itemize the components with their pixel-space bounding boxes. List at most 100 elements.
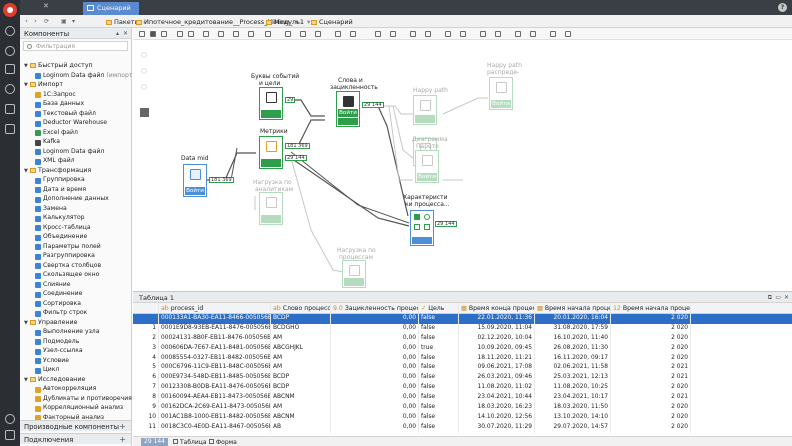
node-enter-button[interactable]: Войти [491, 100, 511, 108]
scenario-canvas[interactable]: Data mid Войти 181 369 Буквы событий и ц… [133, 40, 792, 291]
table-cell[interactable]: 31.08.2020, 17:59 [535, 323, 611, 334]
layout-icon[interactable] [203, 31, 209, 37]
table-cell[interactable]: 14.10.2020, 12:56 [459, 412, 535, 423]
tree-item[interactable]: Текстовый файл [20, 110, 131, 120]
settings-icon[interactable] [335, 31, 341, 37]
table-cell[interactable]: 29.07.2020, 14:57 [535, 422, 611, 433]
table-cell[interactable]: AB [271, 422, 331, 433]
table-cell[interactable]: 2 020 [611, 422, 691, 433]
table-cell[interactable]: 26.08.2020, 11:30 [535, 343, 611, 354]
align-icon[interactable] [218, 31, 224, 37]
link-icon[interactable] [480, 31, 486, 37]
table-cell[interactable]: 25.03.2021, 12:13 [535, 373, 611, 384]
zoom-icon[interactable] [265, 31, 271, 37]
table-cell[interactable]: 7 [133, 383, 159, 394]
table-cell[interactable]: 8 [133, 393, 159, 404]
table-cell[interactable]: 2 020 [611, 333, 691, 344]
node-enter-button[interactable] [415, 115, 435, 123]
table-cell[interactable]: 0,00 [331, 343, 419, 354]
tab-form[interactable]: Форма [209, 439, 237, 446]
table-cell[interactable]: 2 020 [611, 314, 691, 324]
table-cell[interactable]: 0018C3C0-4E0D-EA11-8467-005056BF4460 [159, 422, 271, 433]
stop-icon[interactable] [300, 31, 306, 37]
table-cell[interactable]: 10.09.2020, 09:45 [459, 343, 535, 354]
tab-table[interactable]: Таблица [173, 439, 207, 446]
tree-item[interactable]: База данных [20, 100, 131, 110]
table-row[interactable]: 6000E9734-548D-EB11-8485-005056BF5AD0BCD… [133, 373, 792, 384]
breadcrumb-item-module[interactable]: Модуль1▾ › [266, 18, 315, 26]
table-cell[interactable]: 16.10.2020, 11:40 [535, 333, 611, 344]
table-cell[interactable]: 11 [133, 422, 159, 433]
app-logo-icon[interactable] [3, 3, 17, 17]
node-remove-icon[interactable] [390, 31, 396, 37]
refresh-icon[interactable]: ⟳ [44, 18, 50, 25]
table-row[interactable]: 400085554-0327-EB11-8482-005056BF5AD0AM0… [133, 353, 792, 364]
tree-group[interactable]: ▼Управление [24, 318, 78, 326]
delete-icon[interactable] [445, 31, 451, 37]
collapse-icon[interactable]: ▴ [115, 30, 119, 37]
edit-icon[interactable] [350, 31, 356, 37]
table-row[interactable]: 200024131-8B0F-EB11-8476-005056BF4460AM0… [133, 333, 792, 344]
tree-item[interactable]: Автокорреляция [20, 385, 131, 395]
link-icon[interactable] [424, 224, 430, 230]
restore-icon[interactable]: ▭ [775, 294, 781, 301]
table-row[interactable]: 000133A1-BA30-EA11-8466-005056BF4460BCDP… [133, 314, 792, 324]
tree-item[interactable]: Узел-ссылка [20, 347, 131, 357]
close-icon[interactable]: ✕ [122, 30, 128, 37]
table-cell[interactable]: ABCGHJKL [271, 343, 331, 354]
filter-icon[interactable] [530, 31, 536, 37]
node-happy-path[interactable] [413, 95, 437, 125]
table-cell[interactable]: 22.01.2020, 11:36 [459, 314, 535, 324]
table-cell[interactable]: 0,00 [331, 353, 419, 364]
node-load-processes[interactable] [342, 260, 366, 288]
table-cell[interactable]: 2 020 [611, 412, 691, 423]
table-cell[interactable] [133, 314, 159, 324]
table-row[interactable]: 700123308-B0DB-EA11-8476-005056BF4460BCD… [133, 383, 792, 394]
node-buckets[interactable] [259, 87, 283, 120]
table-row[interactable]: 10001AC1B8-1000-EB11-8482-005056BF5AD0AB… [133, 412, 792, 423]
node-eye-button[interactable] [412, 237, 432, 244]
breadcrumb-item-packages[interactable]: Пакеты› [106, 18, 145, 26]
table-cell[interactable]: 9 [133, 403, 159, 413]
node-pareto[interactable]: Войти [415, 150, 439, 183]
table-cell[interactable]: 2 021 [611, 393, 691, 404]
tag-icon[interactable] [495, 31, 501, 37]
tree-item[interactable]: Дата и время [20, 186, 131, 196]
node-port[interactable]: 29 144 [285, 155, 307, 161]
node-enter-button[interactable] [261, 159, 281, 167]
tree-item[interactable]: Соединение [20, 290, 131, 300]
node-stub[interactable] [141, 52, 147, 58]
settings-icon[interactable] [424, 214, 430, 220]
back-arrow-icon[interactable]: ‹ [25, 17, 28, 25]
column-header[interactable]: ▦Время конца процесса [459, 303, 535, 313]
tree-item[interactable]: XML файл [20, 157, 131, 167]
table-cell[interactable]: 18.03.2020, 16:23 [459, 403, 535, 413]
table-cell[interactable]: 1 [133, 323, 159, 334]
user-icon[interactable] [5, 430, 15, 440]
tree-item[interactable]: Замена [20, 205, 131, 215]
breadcrumb-item-package[interactable]: Ипотечное_кредитование__Process_Mining_▾… [136, 18, 303, 26]
tree-group[interactable]: ▼Трансформация [24, 166, 92, 174]
export-icon[interactable] [460, 31, 466, 37]
node-eye-button[interactable] [338, 118, 358, 125]
table-cell[interactable]: false [419, 403, 459, 413]
node-enter-button[interactable]: Войти [185, 187, 205, 195]
table-cell[interactable]: 000133A1-BA30-EA11-8466-005056BF4460 [159, 314, 271, 324]
node-characteristics[interactable] [410, 210, 434, 246]
table-row[interactable]: 900162DCA-2C69-EA11-8473-005056BF5AD0AM0… [133, 403, 792, 413]
table-cell[interactable]: 18.11.2020, 11:21 [459, 353, 535, 364]
tree-item[interactable]: Дубликаты и противоречия [20, 395, 132, 405]
tree-item[interactable]: Слияние [20, 281, 131, 291]
table-cell[interactable]: 000E9734-548D-EB11-8485-005056BF5AD0 [159, 373, 271, 384]
add-icon[interactable]: + [119, 435, 126, 444]
help-icon[interactable]: ? [778, 3, 787, 12]
table-cell[interactable]: BCDP [271, 373, 331, 384]
table-cell[interactable]: 11.08.2020, 10:25 [535, 383, 611, 394]
table-cell[interactable]: 18.03.2020, 11:50 [535, 403, 611, 413]
node-port[interactable]: 29 144 [435, 221, 457, 227]
tree-item[interactable]: Скользящее окно [20, 271, 131, 281]
table-cell[interactable]: 2 020 [611, 343, 691, 354]
table-cell[interactable]: 4 [133, 353, 159, 364]
users-icon[interactable] [5, 124, 15, 134]
